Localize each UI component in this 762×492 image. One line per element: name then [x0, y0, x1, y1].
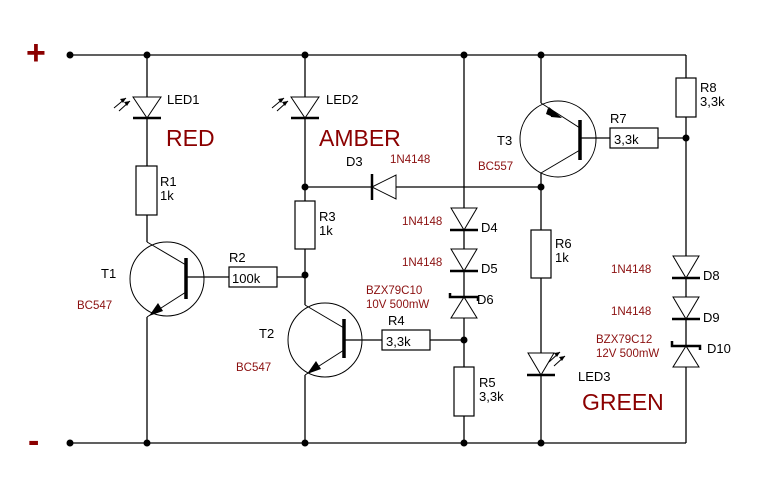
r6-value: 1k — [555, 250, 569, 265]
d9-ref: D9 — [703, 310, 720, 325]
diode-d3 — [305, 174, 541, 200]
led1-color-label: RED — [166, 125, 215, 151]
d3-part: 1N4148 — [390, 154, 430, 166]
resistor-r5 — [453, 366, 475, 417]
d5-part: 1N4148 — [402, 257, 442, 269]
plus-terminal-label: + — [26, 34, 46, 72]
t1-part: BC547 — [77, 300, 112, 312]
r8-ref: R8 — [700, 80, 717, 95]
r7-value: 3,3k — [614, 132, 639, 147]
d8-part: 1N4148 — [611, 264, 651, 276]
led1-ref: LED1 — [167, 92, 200, 107]
d4-ref: D4 — [481, 220, 498, 235]
resistor-r8 — [675, 77, 697, 118]
transistor-t2 — [287, 302, 382, 443]
led1 — [113, 55, 162, 166]
diode-chain-d8-d10 — [670, 117, 702, 443]
d4-part: 1N4148 — [402, 216, 442, 228]
r1-ref: R1 — [160, 174, 177, 189]
d6-part: BZX79C10 — [366, 285, 422, 297]
transistor-t1 — [129, 241, 229, 443]
diode-chain-d4-d6 — [448, 55, 480, 367]
r3-value: 1k — [319, 223, 333, 238]
d3-ref: D3 — [346, 154, 363, 169]
r6-ref: R6 — [555, 236, 572, 251]
t3-part: BC557 — [478, 161, 513, 173]
r1-value: 1k — [160, 188, 174, 203]
transistor-t3 — [519, 55, 610, 230]
positive-rail — [70, 54, 687, 78]
d6-rating: 10V 500mW — [366, 299, 429, 311]
led2-color-label: AMBER — [319, 125, 401, 151]
resistor-r1 — [135, 165, 158, 216]
resistor-r3 — [294, 200, 316, 250]
d10-ref: D10 — [707, 341, 731, 356]
resistor-r6 — [530, 229, 552, 279]
led3-color-label: GREEN — [582, 389, 664, 415]
minus-terminal-label: - — [28, 422, 39, 460]
d10-part: BZX79C12 — [596, 334, 652, 346]
r4-value: 3,3k — [386, 334, 411, 349]
led2 — [271, 55, 320, 201]
junction-dots — [66, 51, 690, 447]
t2-ref: T2 — [259, 326, 274, 341]
r5-ref: R5 — [479, 375, 496, 390]
d5-ref: D5 — [481, 261, 498, 276]
d8-ref: D8 — [703, 268, 720, 283]
t1-ref: T1 — [101, 266, 116, 281]
r8-value: 3,3k — [700, 94, 725, 109]
r2-value: 100k — [232, 271, 261, 286]
d6-ref: D6 — [477, 292, 494, 307]
led3-ref: LED3 — [578, 369, 611, 384]
led3 — [527, 278, 566, 443]
r7-ref: R7 — [610, 111, 627, 126]
t3-ref: T3 — [497, 133, 512, 148]
d10-rating: 12V 500mW — [596, 348, 659, 360]
led2-ref: LED2 — [326, 92, 359, 107]
d9-part: 1N4148 — [611, 306, 651, 318]
r4-ref: R4 — [388, 313, 405, 328]
r3-ref: R3 — [319, 209, 336, 224]
r5-value: 3,3k — [479, 389, 504, 404]
t2-part: BC547 — [236, 362, 271, 374]
r2-ref: R2 — [229, 250, 246, 265]
